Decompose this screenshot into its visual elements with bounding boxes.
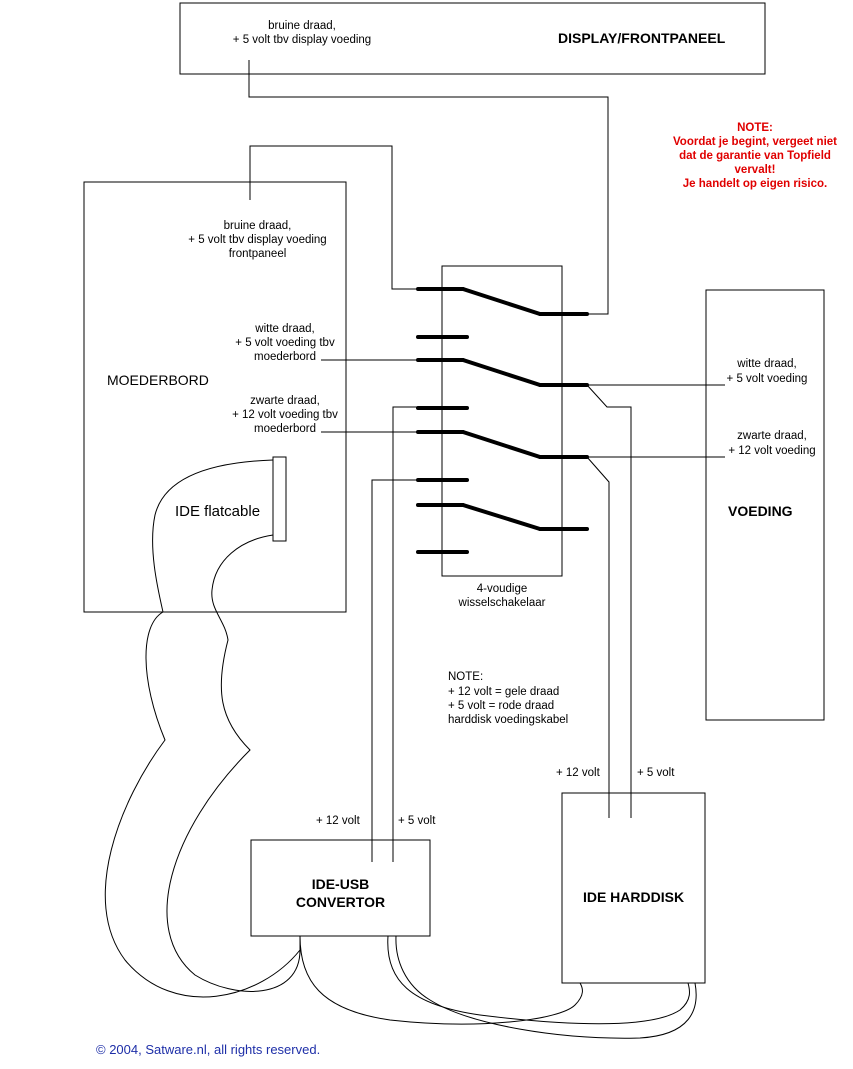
cable-converter-hd-3 [395,935,697,1039]
flatcable-outer [104,459,301,998]
mb-brown-label-2: + 5 volt tbv display voeding [188,234,327,246]
converter-title-1: IDE-USB [311,876,370,892]
harddisk-box [561,792,706,984]
display-wire-label-1: bruine draad, [268,20,336,32]
flatcable-inner [166,534,301,992]
motherboard-box [83,181,347,613]
switch-lever-3 [461,430,542,459]
converter-12v-label: + 12 volt [316,815,360,827]
wire-5v-harddisk [586,384,632,818]
harddisk-5v-label: + 5 volt [637,767,675,779]
psu-white-label-2: + 5 volt voeding [726,373,808,385]
psu-white-label-1: witte draad, [737,358,797,370]
harddisk-title: IDE HARDDISK [582,889,685,905]
mb-white-label-2: + 5 volt voeding tbv [235,337,335,349]
note-line-4: harddisk voedingskabel [448,714,569,726]
harddisk-12v-label: + 12 volt [556,767,600,779]
psu-black-label-2: + 12 volt voeding [728,445,816,457]
warning-line-4: vervalt! [734,164,776,176]
mb-black-label-3: moederbord [253,423,316,435]
warning-line-2: Voordat je begint, vergeet niet [672,136,837,148]
psu-box [705,289,825,721]
mb-black-label-1: zwarte draad, [250,395,320,407]
note-line-3: + 5 volt = rode draad [448,700,555,712]
wire-brown-display [248,60,609,315]
cable-converter-hd-2 [387,935,691,1025]
wire-brown-motherboard [249,145,418,290]
motherboard-title: MOEDERBORD [107,372,209,388]
display-wire-label-2: + 5 volt tbv display voeding [232,34,372,46]
cable-converter-hd-1 [299,935,583,1025]
switch-box [441,265,563,577]
ide-connector [272,456,287,542]
converter-5v-label: + 5 volt [398,815,436,827]
psu-black-label-1: zwarte draad, [737,430,807,442]
switch-label-1: 4-voudige [476,583,528,595]
mb-white-label-3: moederbord [253,351,316,363]
mb-brown-label-1: bruine draad, [223,220,292,232]
switch-lever-4 [461,503,542,531]
mb-black-label-2: + 12 volt voeding tbv [232,409,338,421]
converter-title-2: CONVERTOR [295,894,386,910]
warning-line-3: dat de garantie van Topfield [679,150,831,162]
warning-line-1: NOTE: [737,122,773,134]
display-title: DISPLAY/FRONTPANEEL [558,30,726,46]
copyright: © 2004, Satware.nl, all rights reserved. [96,1042,321,1057]
wire-5v-converter [392,406,418,862]
display-box [179,2,766,75]
warning-line-5: Je handelt op eigen risico. [682,178,828,190]
note-line-2: + 12 volt = gele draad [448,686,560,698]
switch-lever-1 [461,287,542,316]
mb-brown-label-3: frontpaneel [228,248,287,260]
note-line-1: NOTE: [448,671,484,683]
wire-12v-harddisk [586,456,610,818]
flatcable-label: IDE flatcable [175,503,261,520]
mb-white-label-1: witte draad, [255,323,315,335]
psu-title: VOEDING [728,503,793,519]
converter-box [250,839,431,937]
switch-label-2: wisselschakelaar [458,597,546,609]
wire-12v-converter [371,479,418,862]
switch-lever-2 [461,358,542,387]
